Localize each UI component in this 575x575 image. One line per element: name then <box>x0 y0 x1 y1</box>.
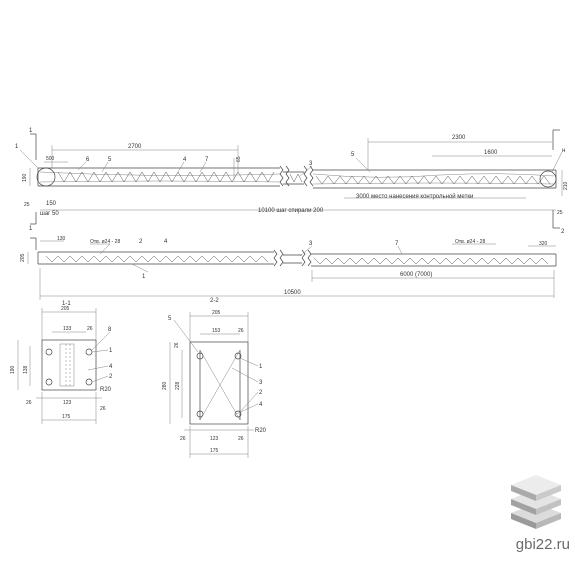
dim-228: 228 <box>175 381 181 390</box>
dim-130: 130 <box>57 236 66 242</box>
dim-150: 150 <box>46 201 57 207</box>
dim-205-2: 205 <box>212 310 221 316</box>
elevation-view-2: 130 205 320 6000 (7000) 10500 Отв. ø24 -… <box>20 236 557 300</box>
dim-26-top: 26 <box>87 326 93 332</box>
dim-190: 190 <box>22 173 28 182</box>
callout-2-s2: 2 <box>259 390 263 396</box>
dim-26-bl: 26 <box>26 400 32 406</box>
site-watermark[interactable]: gbi22.ru <box>515 536 570 553</box>
dim-26-br-2: 26 <box>238 436 244 442</box>
callout-2-s1: 2 <box>109 374 113 380</box>
callout-8: 8 <box>108 327 112 333</box>
dim-step-50: шаг 50 <box>40 211 59 217</box>
section-title-2-2: 2-2 <box>210 298 219 304</box>
callout-7: 7 <box>205 157 209 163</box>
dim-123: 123 <box>63 400 72 406</box>
callout-hole-left: Отв. ø24 - 28 <box>90 239 120 245</box>
dim-2700: 2700 <box>128 144 142 150</box>
callout-4-s1: 4 <box>109 364 113 370</box>
callout-4: 4 <box>183 157 187 163</box>
dim-320: 320 <box>539 241 548 247</box>
callout-r20-s1: R20 <box>100 387 112 393</box>
callout-1: 1 <box>142 274 146 280</box>
elevation-view-1: 1 1 2 <box>15 128 569 235</box>
callout-hole-right: Отв. ø24 - 28 <box>455 239 485 245</box>
callout-5-left: 5 <box>108 157 112 163</box>
dim-205-1: 205 <box>61 306 70 312</box>
dim-210: 210 <box>563 181 569 190</box>
dim-10100-spiral: 10100 шаг спирали 200 <box>258 208 324 214</box>
callout-3-s2: 3 <box>259 380 263 386</box>
dim-133: 133 <box>63 326 72 332</box>
dim-175-2: 175 <box>210 448 219 454</box>
section-title-1-1: 1-1 <box>62 301 71 307</box>
dim-1600: 1600 <box>484 150 498 156</box>
callout-1-s1: 1 <box>109 348 113 354</box>
dim-10500: 10500 <box>284 290 301 296</box>
callout-6: 6 <box>86 157 90 163</box>
dim-25-right: 25 <box>557 210 563 216</box>
section-1-1: 1-1 205 133 26 190 138 26 123 26 175 8 1 <box>10 301 113 424</box>
callout-5-s2: 5 <box>168 316 172 322</box>
dim-153: 153 <box>212 328 221 334</box>
dim-500: 500 <box>46 156 55 162</box>
dim-25-left: 25 <box>24 202 30 208</box>
callout-3: 3 <box>309 161 313 167</box>
callout-4-s2: 4 <box>259 402 263 408</box>
dim-123-2: 123 <box>210 436 219 442</box>
dim-138: 138 <box>23 365 29 374</box>
dim-26-top-2: 26 <box>238 328 244 334</box>
callout-2: 2 <box>139 239 143 245</box>
callout-1-s2: 1 <box>259 364 263 370</box>
callout-1: 1 <box>15 144 19 150</box>
dim-26-br: 26 <box>100 406 106 412</box>
section-mark-1-bottom: 1 <box>29 226 33 232</box>
dim-205: 205 <box>20 253 26 262</box>
callout-n: н <box>562 148 565 154</box>
section-mark-2-bottom: 2 <box>561 229 565 235</box>
dim-190-1: 190 <box>10 365 16 374</box>
section-2-2: 2-2 205 153 26 26 280 228 26 123 26 175 … <box>162 298 267 458</box>
section-mark-1-top: 1 <box>29 128 33 134</box>
dim-280: 280 <box>162 381 168 390</box>
control-mark-note: 3000 место нанесения контрольной метки <box>356 193 473 200</box>
dim-26-left-2: 26 <box>174 342 180 348</box>
callout-r20-s2: R20 <box>255 428 267 434</box>
dim-175-1: 175 <box>62 414 71 420</box>
dim-6000-7000: 6000 (7000) <box>400 272 432 278</box>
callout-7: 7 <box>395 241 399 247</box>
callout-4: 4 <box>164 239 168 245</box>
callout-5-right: 5 <box>351 152 355 158</box>
dim-2300: 2300 <box>452 135 466 141</box>
dim-26-bl-2: 26 <box>180 436 186 442</box>
dim-65: 65 <box>236 156 242 162</box>
callout-3: 3 <box>309 241 313 247</box>
stacked-slabs-icon <box>511 475 561 529</box>
